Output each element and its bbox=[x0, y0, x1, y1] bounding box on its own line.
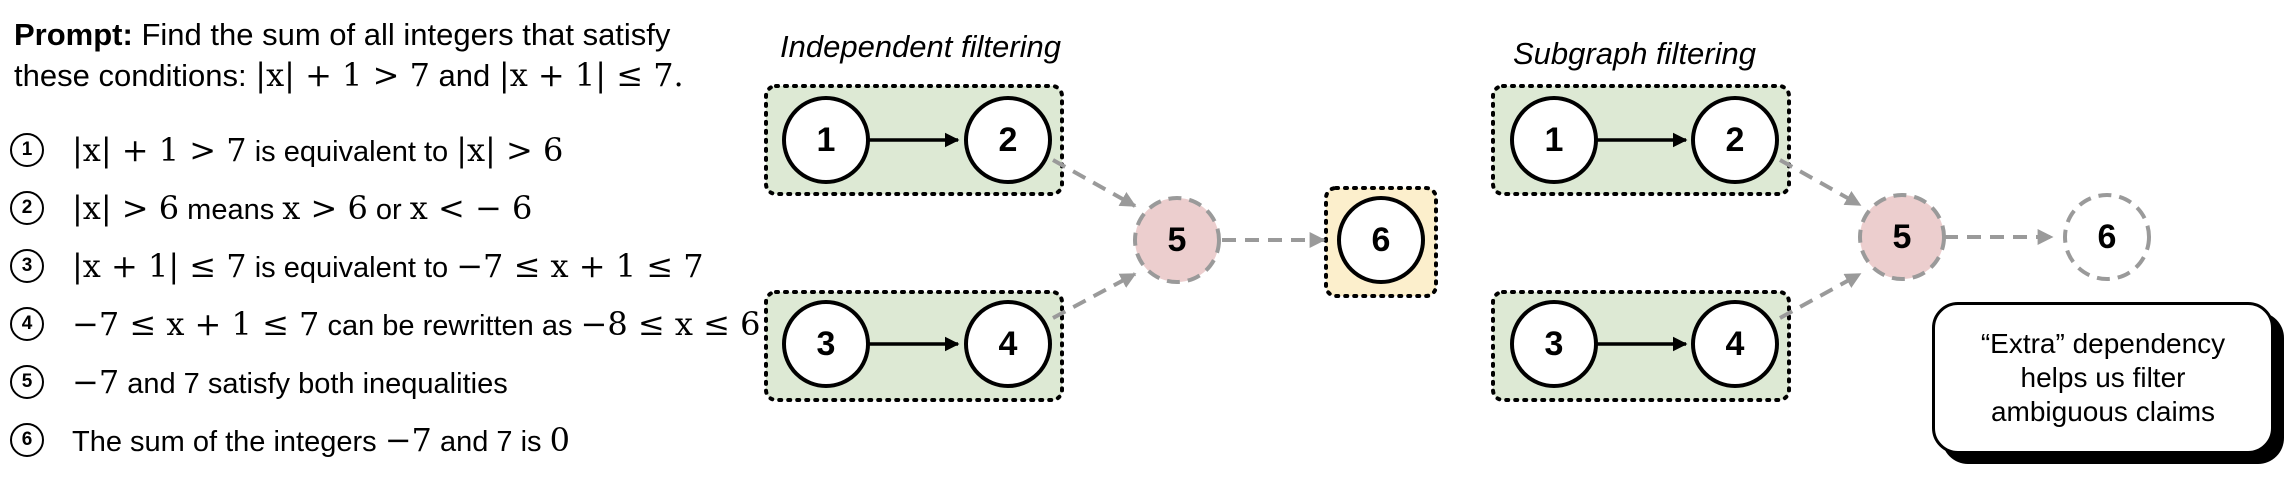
prompt-and: and bbox=[438, 58, 491, 93]
node-5-right-label: 5 bbox=[1893, 218, 1912, 256]
node-1-left-label: 1 bbox=[817, 121, 836, 159]
step-text: |x + 1| ≤ 7 is equivalent to −7 ≤ x + 1 … bbox=[72, 247, 704, 285]
prompt-text-1: Find the sum of all integers that satisf… bbox=[141, 17, 671, 52]
step-math: −7 bbox=[384, 421, 432, 459]
node-5-left: 5 bbox=[1133, 196, 1221, 284]
node-3-left: 3 bbox=[782, 300, 870, 388]
step-3: 3 |x + 1| ≤ 7 is equivalent to −7 ≤ x + 1… bbox=[10, 244, 704, 288]
node-3-left-label: 3 bbox=[817, 325, 836, 363]
node-5-right: 5 bbox=[1858, 193, 1946, 281]
step-text: −7 and 7 satisfy both inequalities bbox=[72, 363, 508, 401]
step-math: |x| > 6 bbox=[72, 189, 180, 227]
step-text-segment: The sum of the integers bbox=[72, 426, 385, 458]
node-6-right: 6 bbox=[2063, 193, 2151, 281]
step-text: |x| > 6 means x > 6 or x < − 6 bbox=[72, 189, 532, 227]
prompt-text-2: these conditions: bbox=[14, 58, 247, 93]
node-4-left: 4 bbox=[964, 300, 1052, 388]
step-text: The sum of the integers −7 and 7 is 0 bbox=[72, 421, 570, 459]
prompt-line-1: Prompt: Find the sum of all integers tha… bbox=[14, 14, 754, 55]
step-math: 0 bbox=[549, 421, 570, 459]
node-4-right-label: 4 bbox=[1726, 325, 1745, 363]
node-1-right: 1 bbox=[1510, 96, 1598, 184]
node-3-right: 3 bbox=[1510, 300, 1598, 388]
step-2: 2 |x| > 6 means x > 6 or x < − 6 bbox=[10, 186, 532, 230]
step-math: x < − 6 bbox=[409, 189, 533, 227]
node-2-left-label: 2 bbox=[999, 121, 1018, 159]
step-text-segment: and 7 is bbox=[431, 426, 550, 458]
step-text: −7 ≤ x + 1 ≤ 7 can be rewritten as −8 ≤ … bbox=[72, 305, 760, 343]
step-text-segment: or bbox=[367, 194, 410, 226]
step-number-badge: 1 bbox=[10, 133, 44, 167]
step-math: |x + 1| ≤ 7 bbox=[72, 247, 247, 285]
step-number-badge: 2 bbox=[10, 191, 44, 225]
node-6-right-label: 6 bbox=[2098, 218, 2117, 256]
prompt-condition-1: |x| + 1 > 7 bbox=[255, 56, 430, 94]
step-math: −7 ≤ x + 1 ≤ 7 bbox=[72, 305, 320, 343]
step-5: 5 −7 and 7 satisfy both inequalities bbox=[10, 360, 508, 404]
prompt-label: Prompt: bbox=[14, 17, 133, 52]
node-2-right: 2 bbox=[1691, 96, 1779, 184]
step-math: −7 ≤ x + 1 ≤ 7 bbox=[456, 247, 704, 285]
step-text-segment: is equivalent to bbox=[246, 136, 457, 168]
node-6-left: 6 bbox=[1337, 196, 1425, 284]
edge-4-5-left bbox=[1052, 272, 1137, 320]
step-text: |x| + 1 > 7 is equivalent to |x| > 6 bbox=[72, 131, 563, 169]
step-number-badge: 4 bbox=[10, 307, 44, 341]
independent-filtering-title: Independent filtering bbox=[780, 29, 1061, 64]
node-4-left-label: 4 bbox=[999, 325, 1018, 363]
prompt: Prompt: Find the sum of all integers tha… bbox=[14, 14, 754, 96]
node-2-left: 2 bbox=[964, 96, 1052, 184]
edge-4-5-right bbox=[1779, 272, 1862, 320]
extra-dependency-callout: “Extra” dependency helps us filter ambig… bbox=[1932, 302, 2274, 454]
subgraph-filtering-title: Subgraph filtering bbox=[1513, 36, 1756, 71]
step-number-badge: 6 bbox=[10, 423, 44, 457]
node-4-right: 4 bbox=[1691, 300, 1779, 388]
step-math: −7 bbox=[72, 363, 120, 401]
step-6: 6 The sum of the integers −7 and 7 is 0 bbox=[10, 418, 570, 462]
step-text-segment: can be rewritten as bbox=[319, 310, 581, 342]
node-3-right-label: 3 bbox=[1545, 325, 1564, 363]
step-4: 4 −7 ≤ x + 1 ≤ 7 can be rewritten as −8 ≤… bbox=[10, 302, 760, 346]
prompt-condition-2: |x + 1| ≤ 7. bbox=[498, 56, 684, 94]
edge-2-5-right bbox=[1779, 158, 1862, 207]
step-number-badge: 3 bbox=[10, 249, 44, 283]
node-1-right-label: 1 bbox=[1545, 121, 1564, 159]
node-5-left-label: 5 bbox=[1168, 221, 1187, 259]
node-6-left-label: 6 bbox=[1372, 221, 1391, 259]
prompt-line-2: these conditions: |x| + 1 > 7 and |x + 1… bbox=[14, 55, 754, 96]
step-number-badge: 5 bbox=[10, 365, 44, 399]
step-math: x > 6 bbox=[282, 189, 368, 227]
step-text-segment: is equivalent to bbox=[246, 252, 457, 284]
node-2-right-label: 2 bbox=[1726, 121, 1745, 159]
node-1-left: 1 bbox=[782, 96, 870, 184]
edge-2-5-left bbox=[1052, 158, 1137, 208]
callout-text: “Extra” dependency helps us filter ambig… bbox=[1980, 328, 2226, 427]
step-math: |x| > 6 bbox=[456, 131, 564, 169]
step-math: |x| + 1 > 7 bbox=[72, 131, 247, 169]
step-1: 1 |x| + 1 > 7 is equivalent to |x| > 6 bbox=[10, 128, 563, 172]
step-text-segment: and 7 satisfy both inequalities bbox=[119, 368, 508, 400]
step-math: −8 ≤ x ≤ 6 bbox=[580, 305, 761, 343]
step-text-segment: means bbox=[179, 194, 283, 226]
